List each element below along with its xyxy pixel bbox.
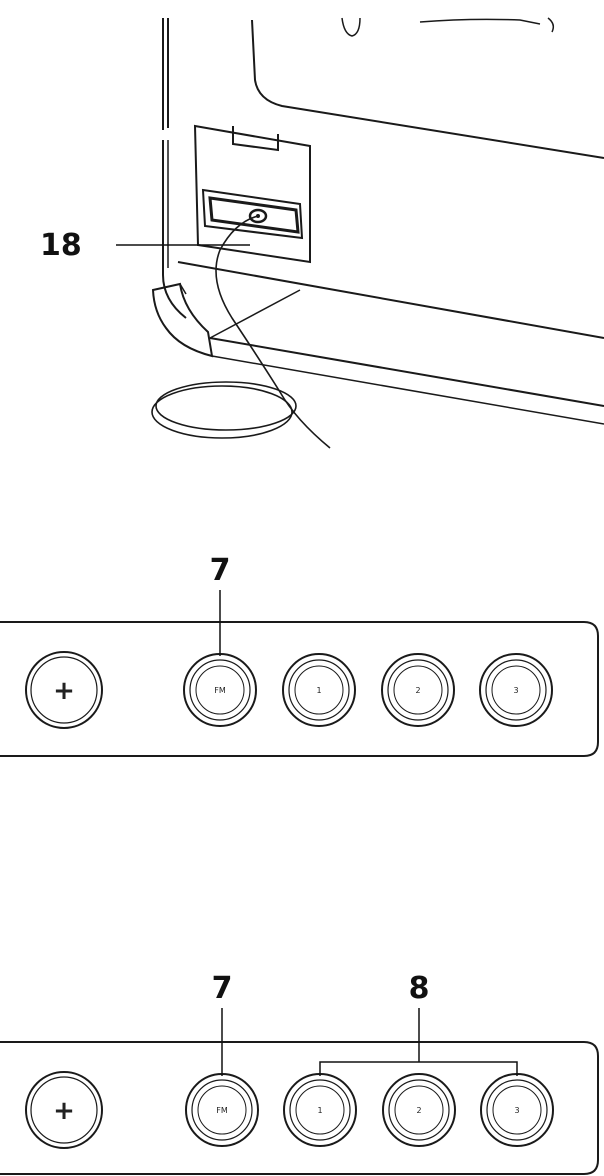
callout-7-bottom-label: 7 — [212, 971, 233, 1006]
fm-label: FM — [214, 686, 226, 695]
preset-3-label: 3 — [513, 686, 518, 695]
preset-button-2-bottom: 2 — [382, 1073, 456, 1147]
preset-3-label: 3 — [514, 1106, 519, 1115]
preset-1-label: 1 — [316, 686, 321, 695]
callout-7-top-label: 7 — [210, 553, 231, 588]
preset-2-label: 2 — [415, 686, 420, 695]
callout-8-label: 8 — [409, 971, 430, 1006]
volume-plus-button-top: + — [25, 651, 103, 729]
fm-button-bottom: FM — [185, 1073, 259, 1147]
preset-button-2-top: 2 — [381, 653, 455, 727]
device-rear-illustration: 18 — [40, 17, 604, 449]
control-panel-bottom: + FM 1 2 3 7 — [0, 971, 599, 1175]
fm-button-top: FM — [183, 653, 257, 727]
callout-8-bracket — [319, 1008, 518, 1076]
callout-18-label: 18 — [40, 228, 82, 263]
volume-plus-button-bottom: + — [25, 1071, 103, 1149]
control-panel-top: + FM 1 2 3 7 — [0, 553, 599, 757]
fm-label: FM — [216, 1106, 228, 1115]
plus-label: + — [53, 1096, 75, 1126]
preset-button-3-bottom: 3 — [480, 1073, 554, 1147]
preset-button-1-bottom: 1 — [283, 1073, 357, 1147]
preset-2-label: 2 — [416, 1106, 421, 1115]
preset-button-3-top: 3 — [479, 653, 553, 727]
preset-button-1-top: 1 — [282, 653, 356, 727]
preset-1-label: 1 — [317, 1106, 322, 1115]
plus-label: + — [53, 676, 75, 706]
